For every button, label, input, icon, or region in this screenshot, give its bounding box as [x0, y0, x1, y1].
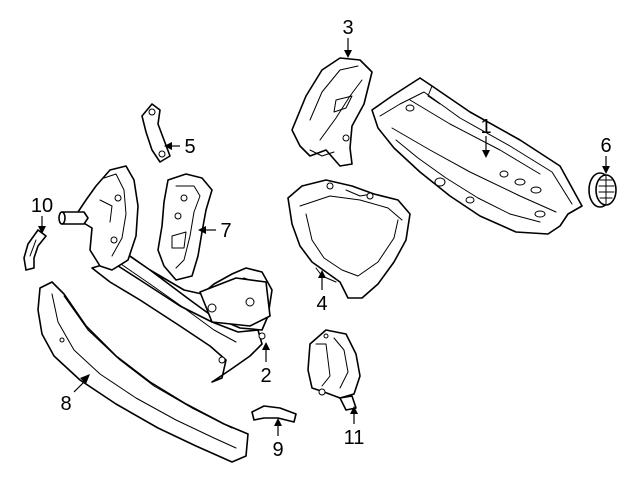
- callout-7: 7: [220, 220, 231, 242]
- plug: [588, 172, 617, 208]
- callout-5: 5: [184, 136, 195, 158]
- cowl-panel: [371, 77, 583, 235]
- callout-11: 11: [344, 427, 365, 449]
- clip: [23, 229, 47, 271]
- side-support-upper: [291, 57, 373, 167]
- callout-4: 4: [316, 293, 327, 315]
- callout-labels: 1 2 3 4 5 6 7 8 9 10 11: [31, 17, 612, 461]
- callout-10: 10: [31, 195, 53, 217]
- callout-8: 8: [60, 393, 71, 415]
- mount-bracket: [307, 329, 361, 411]
- callout-3: 3: [342, 17, 353, 39]
- leaders: [38, 38, 610, 436]
- callout-1: 1: [480, 116, 491, 138]
- bumper-reinforcement: [37, 281, 249, 463]
- side-bracket: [157, 173, 213, 281]
- callout-6: 6: [600, 135, 611, 157]
- wheelhouse-extension: [287, 179, 411, 299]
- radiator-support-lower: [91, 231, 273, 383]
- upper-side-assembly: [58, 165, 139, 271]
- callout-9: 9: [272, 439, 283, 461]
- support-link: [141, 103, 171, 163]
- callout-2: 2: [260, 365, 271, 387]
- seal-strip: [251, 405, 297, 423]
